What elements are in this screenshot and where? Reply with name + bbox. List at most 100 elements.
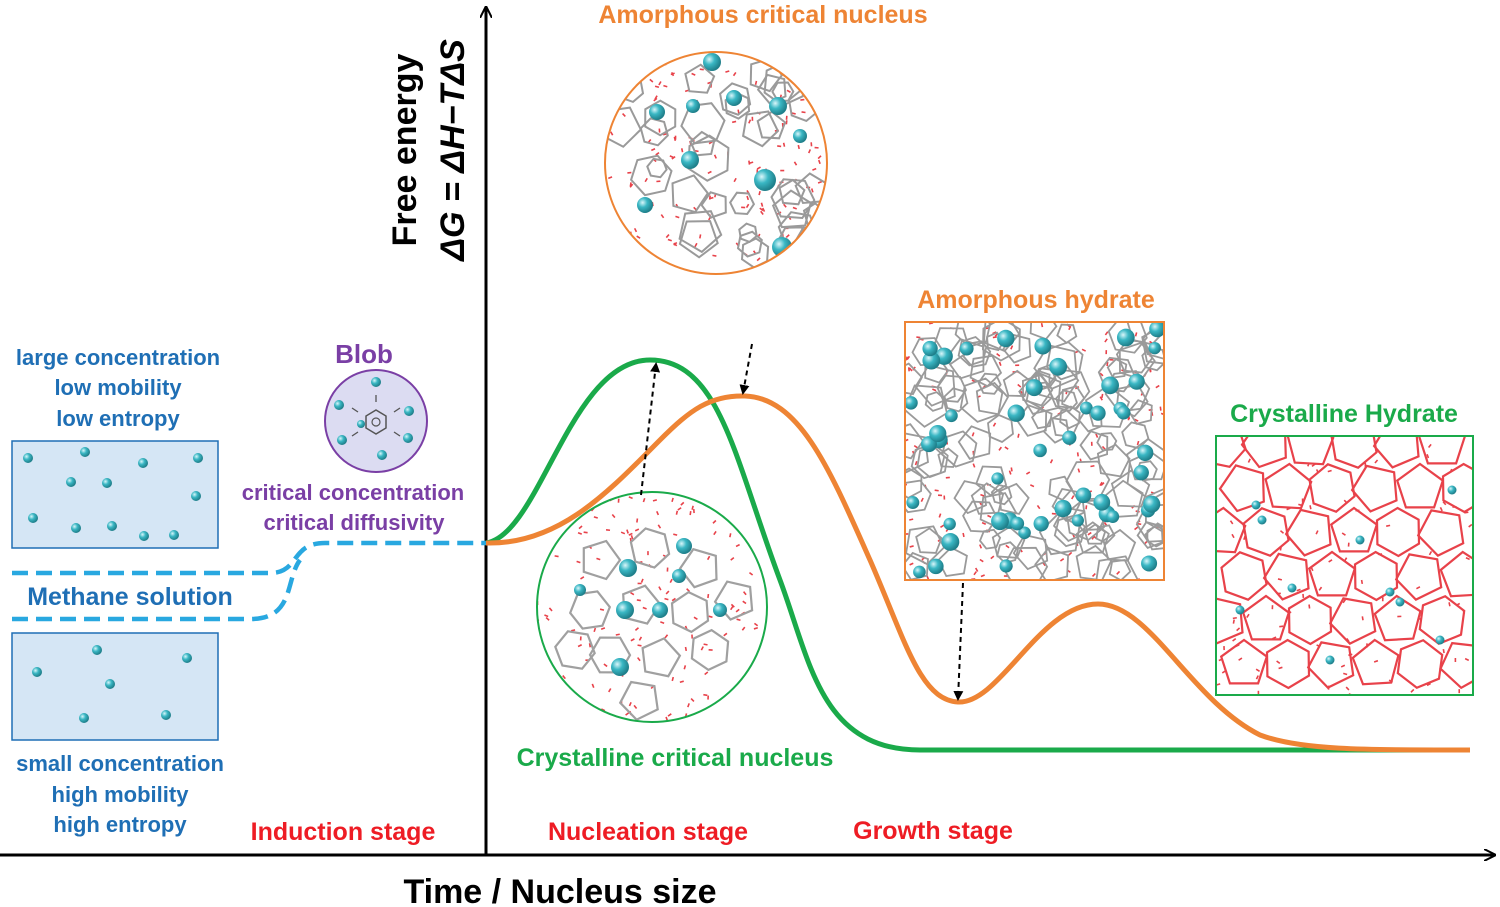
water-molecule [626, 529, 629, 534]
methane-molecule [959, 341, 974, 356]
methane-molecule [138, 458, 148, 468]
water-molecule [1068, 325, 1072, 331]
water-molecule [629, 183, 634, 188]
water-molecule [748, 160, 751, 165]
water-molecule [743, 678, 747, 683]
water-molecule [731, 498, 736, 502]
water-cage [1286, 436, 1335, 466]
water-molecule [1449, 468, 1453, 474]
low-concentration-molecules [32, 645, 192, 723]
water-molecule [783, 203, 787, 208]
water-molecule [1455, 602, 1461, 607]
water-molecule [1040, 322, 1044, 328]
water-molecule [591, 711, 596, 715]
water-molecule [1286, 507, 1291, 511]
water-cage [605, 234, 640, 274]
water-cage [582, 539, 622, 581]
water-cage [905, 423, 925, 460]
left-bottom-line-1: small concentration [16, 751, 224, 776]
water-molecule [671, 71, 675, 77]
water-cage [1144, 522, 1164, 551]
water-molecule [1342, 599, 1347, 604]
water-cage [1441, 462, 1473, 514]
water-molecule [683, 665, 687, 670]
water-molecule [1091, 572, 1096, 577]
methane-molecule [1141, 555, 1158, 572]
water-molecule [619, 81, 624, 87]
water-molecule [634, 528, 640, 532]
water-cage [905, 525, 946, 566]
water-cage [905, 479, 932, 514]
water-molecule [1235, 644, 1240, 648]
methane-molecule [1128, 373, 1145, 390]
water-molecule [992, 336, 997, 339]
water-molecule [630, 638, 635, 642]
methane-molecule [1235, 605, 1245, 615]
water-molecule [718, 703, 722, 708]
water-cage [1102, 528, 1137, 562]
water-molecule [713, 154, 717, 159]
water-cage [1126, 450, 1164, 498]
water-molecule [992, 422, 997, 427]
water-molecule [1229, 520, 1234, 525]
water-molecule [673, 241, 678, 246]
water-molecule [1255, 668, 1260, 672]
methane-molecule [1251, 500, 1261, 510]
water-molecule [1278, 666, 1283, 670]
methane-molecule [1435, 635, 1445, 645]
water-molecule [640, 247, 644, 252]
water-molecule [1316, 644, 1321, 648]
water-molecule [600, 627, 606, 630]
water-cage [1396, 638, 1444, 690]
water-cage [1328, 597, 1377, 645]
water-molecule [979, 544, 983, 549]
water-molecule [817, 180, 823, 184]
water-molecule [742, 591, 747, 596]
methane-molecule [1447, 485, 1457, 495]
water-cage [756, 110, 787, 140]
water-molecule [1077, 468, 1081, 473]
methane-molecule [1325, 655, 1335, 665]
water-molecule [601, 708, 606, 712]
water-cage [1001, 546, 1049, 580]
water-cage [1079, 430, 1109, 461]
water-cage [916, 444, 949, 479]
water-molecule [775, 58, 780, 62]
left-top-line-2: low mobility [54, 375, 182, 400]
high-concentration-box [11, 440, 219, 549]
water-molecule [634, 627, 640, 631]
water-molecule [577, 644, 583, 648]
water-molecule [544, 614, 549, 618]
water-molecule [656, 510, 660, 516]
water-cage [1095, 555, 1139, 580]
water-molecule [757, 660, 762, 665]
water-molecule [630, 591, 635, 596]
methane-molecule [802, 237, 818, 253]
water-molecule [1017, 383, 1022, 388]
amorphous-energy-curve [485, 393, 1471, 753]
water-molecule [667, 238, 672, 242]
water-molecule [1341, 532, 1346, 536]
methane-molecule [79, 713, 89, 723]
water-cage [719, 82, 752, 116]
water-cage [957, 425, 992, 460]
water-molecule [1327, 469, 1332, 473]
water-molecule [599, 608, 605, 611]
water-molecule [1315, 469, 1320, 474]
low-concentration-description: small concentration high mobility high e… [16, 751, 224, 837]
water-molecule [990, 555, 995, 560]
methane-molecule [943, 517, 956, 531]
water-cage [1287, 594, 1333, 646]
stage-nucleation-label: Nucleation stage [548, 818, 748, 846]
water-cage [778, 178, 806, 206]
water-molecule [736, 618, 741, 622]
methane-molecule [929, 424, 947, 443]
water-cage [1216, 597, 1244, 645]
methane-molecule [913, 565, 926, 579]
water-molecule [932, 388, 937, 392]
water-molecule [637, 657, 641, 662]
water-cage [605, 234, 637, 272]
water-molecule [654, 85, 660, 89]
water-molecule [673, 136, 677, 141]
water-molecule [649, 78, 654, 83]
